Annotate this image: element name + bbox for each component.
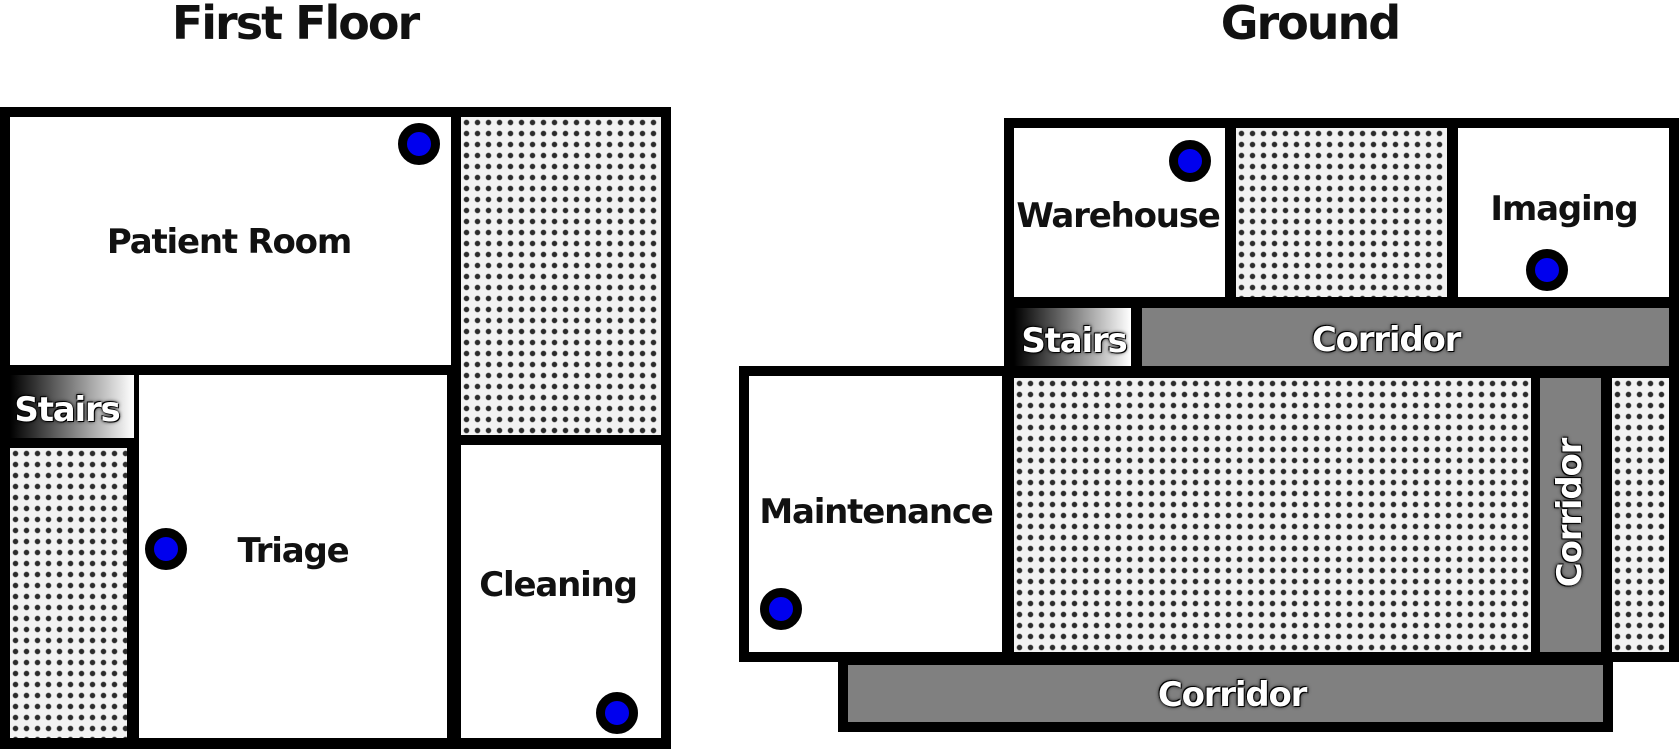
patient-room-label: Patient Room [106,222,352,262]
location-marker-icon[interactable] [145,528,187,570]
corridor-bottom-label: Corridor [1157,675,1308,715]
imaging-label: Imaging [1490,189,1638,229]
corridor-top-label: Corridor [1311,320,1462,360]
corridor-vertical[interactable] [1540,378,1601,652]
location-marker-icon[interactable] [596,692,638,734]
location-marker-icon[interactable] [1169,140,1211,182]
ground-title: Ground [1220,0,1401,50]
first-floor-stairs[interactable] [10,375,134,438]
first-floor-stairs-label: Stairs [14,390,120,430]
location-marker-icon[interactable] [398,123,440,165]
triage-label: Triage [237,531,349,571]
warehouse-label: Warehouse [1016,196,1221,236]
first-floor-unused-area-left [10,448,127,738]
maintenance-label: Maintenance [759,492,994,532]
cleaning-label: Cleaning [479,565,638,605]
corridor-bottom[interactable] [848,665,1603,722]
patient-room[interactable] [10,117,451,365]
triage-room[interactable] [139,375,447,738]
ground-unused-area-center [1014,378,1531,652]
corridor-top[interactable] [1142,308,1669,366]
ground-stairs-label: Stairs [1021,321,1127,361]
ground-stairs[interactable] [1014,308,1131,366]
corridor-vertical-label: Corridor [1550,438,1590,588]
location-marker-icon[interactable] [1526,249,1568,291]
ground-unused-area-right [1612,378,1669,652]
ground-unused-area-top [1236,128,1447,297]
first-floor-title: First Floor [171,0,420,50]
cleaning-room[interactable] [461,445,661,738]
location-marker-icon[interactable] [760,588,802,630]
first-floor-unused-area-top-right [461,117,661,435]
